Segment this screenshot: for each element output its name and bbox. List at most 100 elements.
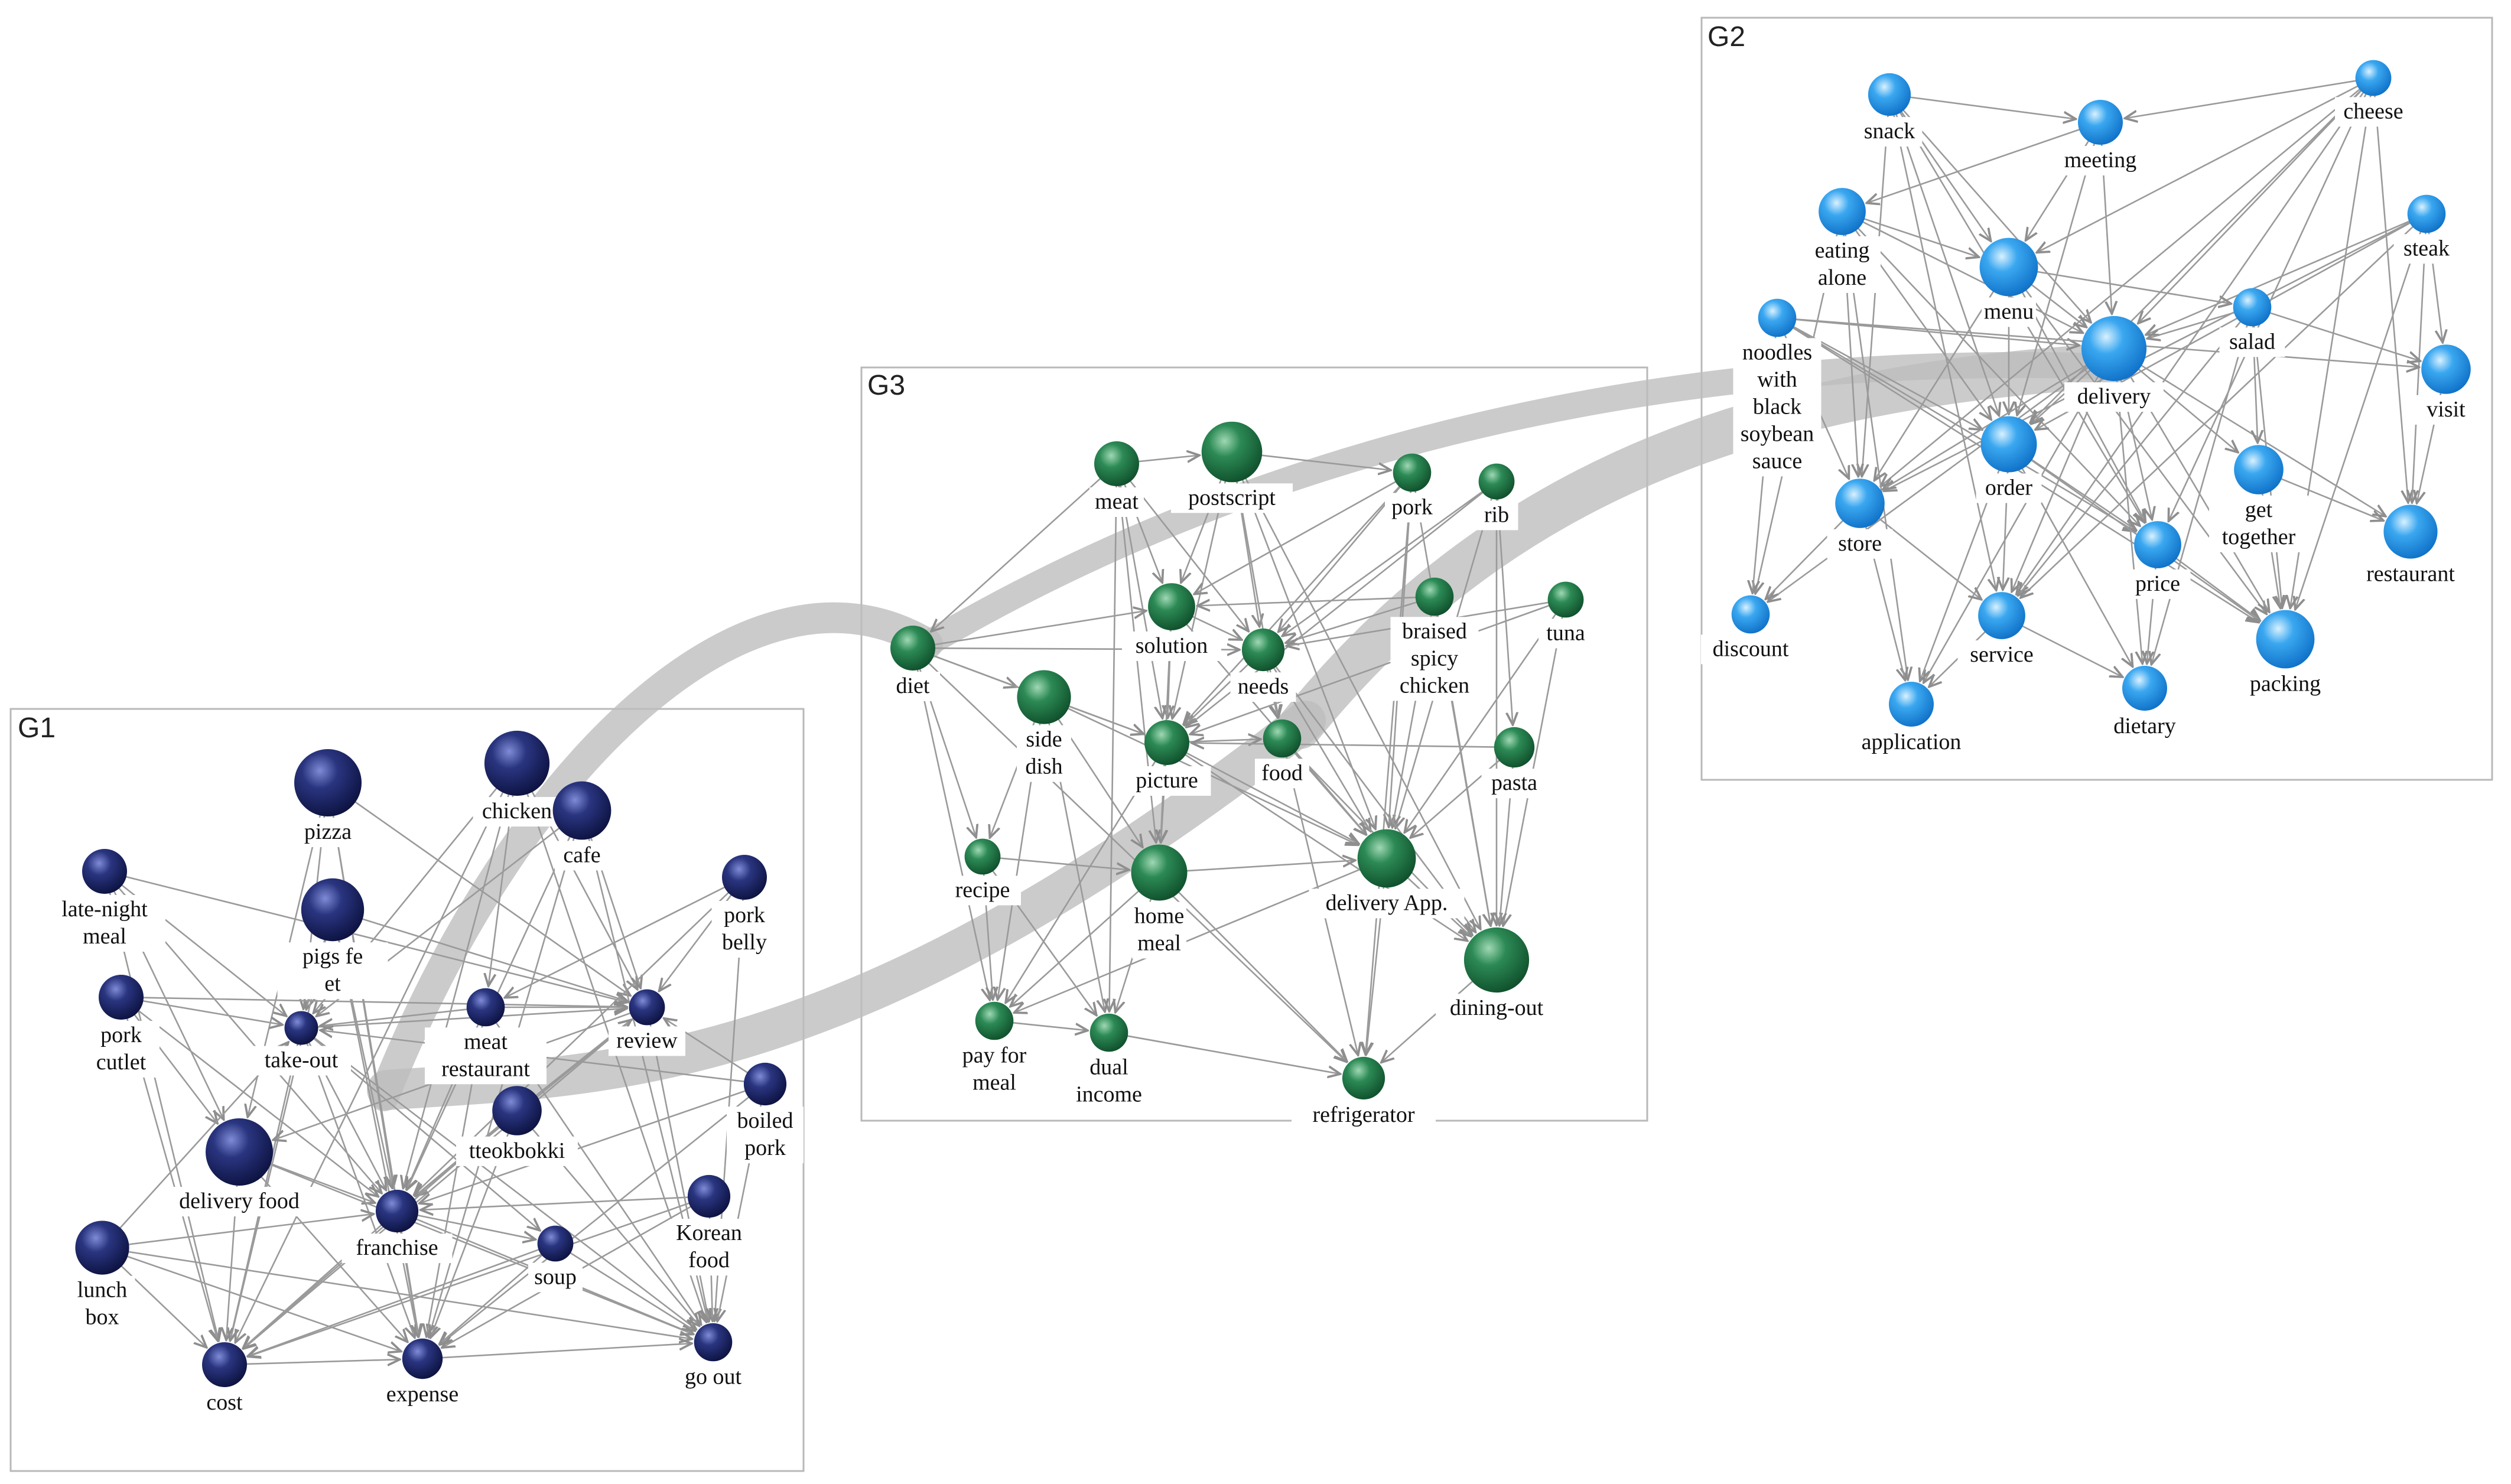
node-price[interactable]: price (2125, 521, 2191, 599)
node-sphere-dining-out[interactable] (1463, 927, 1530, 993)
node-sphere-service[interactable] (1978, 592, 2025, 639)
node-sphere-dual-income[interactable] (1089, 1013, 1128, 1052)
node-recipe[interactable]: recipe (944, 838, 1021, 906)
node-sphere-dietary[interactable] (2122, 666, 2167, 711)
node-sphere-packing[interactable] (2256, 610, 2315, 669)
node-expense[interactable]: expense (378, 1338, 467, 1410)
node-sphere-delivery-app[interactable] (1357, 829, 1416, 888)
node-sphere-cheese[interactable] (2355, 60, 2392, 96)
node-visit[interactable]: visit (2413, 344, 2479, 425)
node-sphere-side-dish[interactable] (1017, 670, 1071, 724)
node-sphere-salad[interactable] (2233, 288, 2272, 327)
node-solution[interactable]: solution (1122, 583, 1221, 661)
node-sphere-korean-food[interactable] (687, 1174, 731, 1218)
node-delivery-food[interactable]: delivery food (161, 1118, 317, 1216)
node-pizza[interactable]: pizza (294, 749, 362, 847)
node-refrigerator[interactable]: refrigerator (1292, 1056, 1436, 1131)
node-sphere-get-together[interactable] (2234, 445, 2284, 494)
node-sphere-price[interactable] (2134, 521, 2181, 568)
node-tuna[interactable]: tuna (1539, 581, 1593, 649)
node-order[interactable]: order (1976, 416, 2042, 503)
node-go-out[interactable]: go out (675, 1323, 752, 1392)
node-sphere-pay-for-meal[interactable] (975, 1001, 1014, 1040)
node-sphere-steak[interactable] (2407, 194, 2446, 233)
node-salad[interactable]: salad (2219, 288, 2285, 357)
node-snack[interactable]: snack (1856, 73, 1923, 147)
node-delivery-app[interactable]: delivery App. (1309, 829, 1465, 919)
node-sphere-eating-alone[interactable] (1819, 188, 1866, 235)
node-diet[interactable]: diet (886, 626, 940, 701)
node-sphere-picture[interactable] (1144, 720, 1189, 765)
node-pasta[interactable]: pasta (1481, 727, 1547, 799)
node-sphere-menu[interactable] (1979, 237, 2038, 297)
node-sphere-lunch-box[interactable] (75, 1221, 129, 1275)
node-sphere-meeting[interactable] (2078, 100, 2123, 145)
node-sphere-chicken[interactable] (484, 730, 550, 796)
node-sphere-cafe[interactable] (552, 781, 612, 840)
node-soup[interactable]: soup (528, 1225, 583, 1293)
node-cafe[interactable]: cafe (552, 781, 612, 871)
node-sphere-recipe[interactable] (964, 838, 1001, 875)
node-sphere-rib[interactable] (1478, 463, 1515, 500)
node-application[interactable]: application (1845, 682, 1978, 757)
node-pork[interactable]: pork (1385, 453, 1439, 523)
node-delivery[interactable]: delivery (2064, 315, 2164, 412)
node-packing[interactable]: packing (2241, 610, 2330, 699)
node-sphere-tteokbokki[interactable] (492, 1086, 542, 1135)
node-sphere-food[interactable] (1263, 719, 1302, 758)
node-sphere-postscript[interactable] (1201, 421, 1263, 483)
node-postscript[interactable]: postscript (1171, 421, 1293, 513)
node-review[interactable]: review (609, 989, 685, 1056)
node-sphere-home-meal[interactable] (1131, 844, 1188, 901)
node-sphere-meat-restaurant[interactable] (466, 988, 505, 1027)
node-needs[interactable]: needs (1230, 628, 1296, 702)
node-store[interactable]: store (1827, 479, 1893, 559)
node-sphere-refrigerator[interactable] (1342, 1056, 1385, 1100)
node-sphere-store[interactable] (1835, 479, 1885, 528)
node-restaurant[interactable]: restaurant (2350, 505, 2471, 590)
node-sphere-late-night-meal[interactable] (82, 849, 127, 894)
node-meat[interactable]: meat (1089, 441, 1144, 517)
node-cost[interactable]: cost (197, 1342, 252, 1418)
node-menu[interactable]: menu (1979, 237, 2038, 327)
node-sphere-tuna[interactable] (1547, 581, 1584, 618)
node-dining-out[interactable]: dining-out (1436, 927, 1557, 1024)
node-steak[interactable]: steak (2393, 194, 2460, 264)
node-sphere-review[interactable] (629, 989, 665, 1026)
node-dietary[interactable]: dietary (2100, 666, 2189, 741)
node-sphere-delivery[interactable] (2081, 315, 2147, 382)
node-sphere-application[interactable] (1889, 682, 1934, 727)
node-food[interactable]: food (1255, 719, 1309, 789)
node-sphere-noodles-with-black-soybean-sauce[interactable] (1758, 298, 1797, 337)
node-franchise[interactable]: franchise (341, 1189, 453, 1264)
node-sphere-discount[interactable] (1731, 595, 1770, 634)
node-sphere-braised-spicy-chicken[interactable] (1415, 577, 1454, 616)
node-sphere-pasta[interactable] (1494, 727, 1535, 768)
node-sphere-pizza[interactable] (294, 749, 362, 816)
node-sphere-soup[interactable] (537, 1225, 574, 1262)
node-sphere-boiled-pork[interactable] (743, 1062, 787, 1106)
node-sphere-franchise[interactable] (375, 1189, 419, 1233)
node-meeting[interactable]: meeting (2056, 100, 2145, 175)
node-cheese[interactable]: cheese (2335, 60, 2412, 127)
node-rib[interactable]: rib (1475, 463, 1518, 531)
node-sphere-snack[interactable] (1868, 73, 1911, 116)
node-sphere-go-out[interactable] (694, 1323, 733, 1362)
node-sphere-diet[interactable] (890, 626, 935, 671)
node-chicken[interactable]: chicken (473, 730, 561, 827)
node-discount[interactable]: discount (1701, 595, 1800, 665)
node-sphere-delivery-food[interactable] (206, 1118, 273, 1186)
node-sphere-meat[interactable] (1094, 441, 1139, 486)
node-tteokbokki[interactable]: tteokbokki (456, 1086, 578, 1166)
